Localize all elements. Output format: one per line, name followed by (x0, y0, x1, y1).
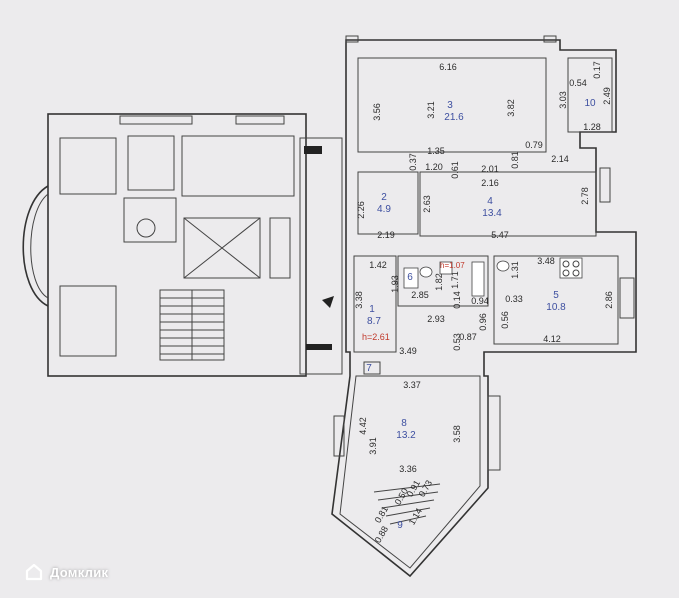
dim-label: 0.14 (452, 291, 462, 309)
dim-label: 1.42 (369, 260, 387, 270)
dim-label: 3.91 (368, 437, 378, 455)
dim-label: 3.49 (399, 346, 417, 356)
dim-label: 3.21 (426, 101, 436, 119)
dim-label: 3.36 (399, 464, 417, 474)
room-2-number: 2 (381, 192, 387, 203)
dim-label: 5.47 (491, 230, 509, 240)
room-labels: 3 21.6 10 2 4.9 4 13.4 6 1 8.7 h=2.61 h=… (362, 98, 596, 531)
dim-label: 0.54 (569, 78, 587, 88)
dim-label: 1.71 (450, 271, 460, 289)
dimension-labels: 6.16 3.56 3.21 3.82 3.03 0.54 0.17 2.49 … (354, 61, 614, 544)
dim-label: 2.63 (422, 195, 432, 213)
room-6-number: 6 (407, 272, 413, 283)
dim-label: 0.33 (505, 294, 523, 304)
room-5-number: 5 (553, 290, 559, 301)
dim-label: 2.16 (481, 178, 499, 188)
room-8-number: 8 (401, 418, 407, 429)
ceiling-height-small-label: h=1.07 (440, 261, 465, 270)
apartment-walls (331, 35, 637, 578)
dim-label: 1.82 (434, 273, 444, 291)
room-3-number: 3 (447, 100, 453, 111)
room-4-number: 4 (487, 196, 493, 207)
dim-label: 0.81 (510, 151, 520, 169)
watermark: Домклик (24, 560, 108, 584)
dim-label: 0.94 (471, 296, 489, 306)
dim-label: 2.85 (411, 290, 429, 300)
dim-label: 1.20 (425, 162, 443, 172)
dim-label: 3.37 (403, 380, 421, 390)
room-7-number: 7 (366, 363, 372, 374)
dim-label: 0.53 (452, 333, 462, 351)
ceiling-height-label: h=2.61 (362, 332, 390, 342)
dim-label: 4.12 (543, 334, 561, 344)
dim-label: 2.14 (551, 154, 569, 164)
room-1-number: 1 (369, 304, 375, 315)
dim-label: 2.86 (604, 291, 614, 309)
dim-label: 2.93 (427, 314, 445, 324)
dim-label: 3.38 (354, 291, 364, 309)
dim-label: 3.58 (452, 425, 462, 443)
house-logo-icon (25, 563, 43, 581)
dim-label: 1.35 (427, 146, 445, 156)
dim-label: 0.79 (525, 140, 543, 150)
dim-label: 2.78 (580, 187, 590, 205)
dim-label: 2.49 (602, 87, 612, 105)
watermark-text: Домклик (50, 564, 109, 580)
room-3-area: 21.6 (444, 112, 464, 123)
dim-label: 2.19 (377, 230, 395, 240)
room-1-area: 8.7 (367, 316, 381, 327)
room-5-area: 10.8 (546, 302, 566, 313)
dim-label: 1.31 (510, 261, 520, 279)
stairwell-block (22, 113, 343, 377)
room-2-area: 4.9 (377, 204, 391, 215)
dim-label: 1.28 (583, 122, 601, 132)
dim-label: 2.26 (356, 201, 366, 219)
dim-label: 3.48 (537, 256, 555, 266)
dim-label: 0.87 (459, 332, 477, 342)
dim-label: 3.56 (372, 103, 382, 121)
dim-label: 2.01 (481, 164, 499, 174)
dim-label: 6.16 (439, 62, 457, 72)
dim-label: 4.42 (358, 417, 368, 435)
dim-label: 0.61 (450, 161, 460, 179)
dim-label: 3.03 (558, 91, 568, 109)
dim-label: 0.17 (592, 61, 602, 79)
room-8-area: 13.2 (396, 430, 416, 441)
room-4-area: 13.4 (482, 208, 502, 219)
dim-label: 0.37 (408, 153, 418, 171)
room-9-number: 9 (397, 520, 403, 531)
dim-label: 1.93 (390, 275, 400, 293)
dim-label: 3.82 (506, 99, 516, 117)
dim-label: 0.96 (478, 313, 488, 331)
dim-label: 0.56 (500, 311, 510, 329)
room-10-number: 10 (584, 98, 596, 109)
